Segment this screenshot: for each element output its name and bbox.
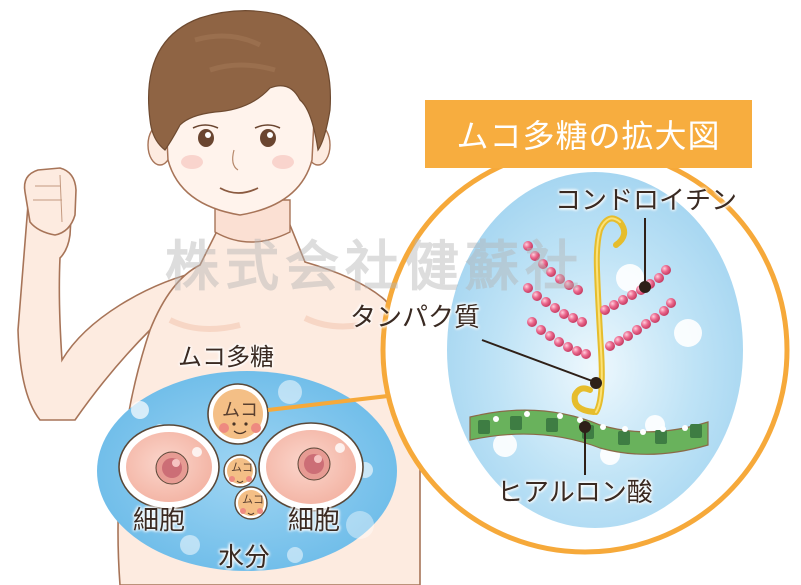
water-label: 水分: [218, 543, 271, 573]
hyaluronic-acid-label: ヒアルロン酸: [497, 478, 653, 508]
chondroitin-chains: [523, 241, 676, 359]
title-text: ムコ多糖の拡大図: [456, 117, 721, 155]
right-eye: [260, 129, 276, 147]
cell-right: [258, 422, 364, 512]
mucopolysaccharide-label: ムコ多糖: [178, 343, 274, 371]
muco-face-large: [207, 383, 269, 445]
leader-lines: [481, 218, 651, 475]
title-banner: ムコ多糖の拡大図: [425, 100, 752, 168]
protein-label: タンパク質: [350, 303, 481, 333]
muco-face-large-text: ムコ: [222, 400, 258, 421]
cell-left: [118, 424, 220, 510]
fist: [23, 167, 77, 236]
muco-face-small-1: [223, 454, 257, 488]
raised-arm: [17, 189, 211, 421]
connector-line: [267, 392, 406, 412]
cell-left-label: 細胞: [133, 506, 186, 536]
muco-face-small-1-text: ムコ: [231, 461, 253, 474]
hyaluronic-acid-chain: [469, 409, 709, 455]
body-inset-water: [97, 371, 397, 571]
smile: [219, 187, 259, 194]
hair: [148, 10, 332, 152]
watermark-text: 株式会社健蘇社: [165, 235, 585, 298]
muco-face-small-2: [234, 486, 268, 520]
left-eye: [198, 129, 214, 147]
muco-face-small-2-text: ムコ: [242, 493, 264, 506]
cell-right-label: 細胞: [288, 506, 341, 536]
chondroitin-label: コンドロイチン: [555, 186, 738, 216]
magnified-circle: [380, 145, 790, 555]
